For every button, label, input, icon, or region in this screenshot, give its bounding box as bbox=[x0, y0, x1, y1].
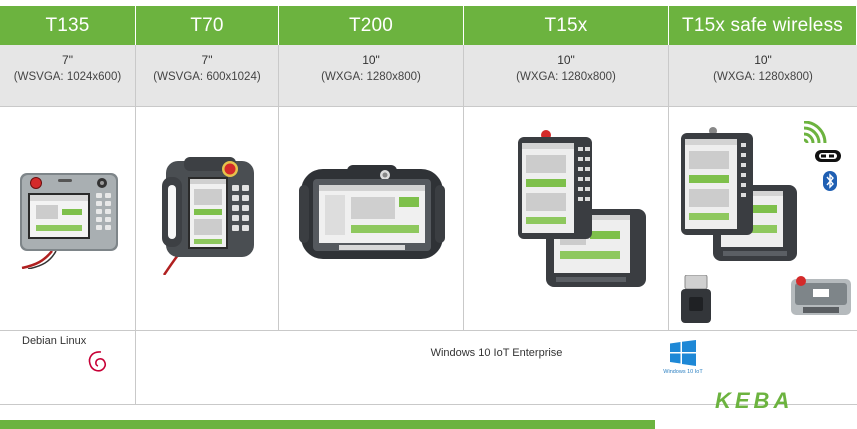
screen-size: 10" bbox=[362, 53, 380, 67]
keba-logo: KEBA bbox=[715, 388, 794, 413]
header-row: T135 T70 T200 T15x T15x safe wireless bbox=[0, 6, 857, 45]
product-name: T15x bbox=[544, 14, 588, 36]
spec-cell: 7" (WSVGA: 600x1024) bbox=[136, 45, 279, 106]
screen-resolution: (WSVGA: 1024x600) bbox=[13, 71, 122, 83]
screen-resolution: (WXGA: 1280x800) bbox=[713, 71, 813, 83]
os-linux-label: Debian Linux bbox=[22, 335, 87, 347]
product-name: T200 bbox=[348, 14, 394, 36]
spec-cell: 10" (WXGA: 1280x800) bbox=[669, 45, 857, 106]
footer-accent-bar bbox=[0, 420, 655, 429]
product-name: T135 bbox=[45, 14, 90, 36]
screen-resolution: (WSVGA: 600x1024) bbox=[153, 71, 261, 83]
bluetooth-icon bbox=[823, 171, 837, 191]
device-cell-t70 bbox=[136, 107, 279, 330]
screen-size: 10" bbox=[557, 53, 575, 67]
screen-resolution: (WXGA: 1280x800) bbox=[516, 71, 616, 83]
t15x-device-image bbox=[518, 130, 646, 287]
wireless-signal-icon bbox=[803, 121, 827, 143]
product-name: T70 bbox=[190, 14, 224, 36]
t200-device-image bbox=[299, 165, 445, 259]
header-cell-t135: T135 bbox=[0, 6, 136, 45]
t70-device-image bbox=[162, 157, 254, 275]
wifi-icon bbox=[815, 150, 841, 162]
safety-key-image bbox=[681, 275, 711, 323]
windows-logo-icon bbox=[670, 340, 696, 366]
screen-resolution: (WXGA: 1280x800) bbox=[321, 71, 421, 83]
header-cell-t70: T70 bbox=[136, 6, 279, 45]
screen-size: 7" bbox=[201, 53, 213, 67]
spec-cell: 7" (WSVGA: 1024x600) bbox=[0, 45, 136, 106]
wireless-base-image bbox=[791, 276, 851, 315]
device-cell-t15x bbox=[464, 107, 669, 330]
header-cell-t15x: T15x bbox=[464, 6, 669, 45]
os-row: Debian Linux Windows 10 IoT Enterprise W… bbox=[0, 331, 857, 405]
t15x-safe-wireless-device-image bbox=[681, 127, 797, 261]
header-cell-t15x-safe-wireless: T15x safe wireless bbox=[669, 6, 857, 45]
windows-logo-caption: Windows 10 IoT bbox=[663, 369, 703, 375]
device-cell-t200 bbox=[279, 107, 464, 330]
debian-swirl-icon bbox=[88, 351, 106, 372]
t135-device-image bbox=[20, 173, 118, 269]
os-windows-label: Windows 10 IoT Enterprise bbox=[430, 347, 563, 359]
header-cell-t200: T200 bbox=[279, 6, 464, 45]
screen-size: 7" bbox=[62, 53, 73, 67]
spec-cell: 10" (WXGA: 1280x800) bbox=[464, 45, 669, 106]
os-cell-linux: Debian Linux bbox=[0, 331, 136, 404]
device-image-row bbox=[0, 107, 857, 331]
product-name: T15x safe wireless bbox=[682, 14, 843, 36]
spec-cell: 10" (WXGA: 1280x800) bbox=[279, 45, 464, 106]
device-cell-t135 bbox=[0, 107, 136, 330]
device-cell-t15x-safe-wireless bbox=[669, 107, 857, 330]
os-cell-windows: Windows 10 IoT Enterprise Windows 10 IoT bbox=[136, 331, 857, 404]
spec-row: 7" (WSVGA: 1024x600) 7" (WSVGA: 600x1024… bbox=[0, 45, 857, 107]
screen-size: 10" bbox=[754, 53, 772, 67]
